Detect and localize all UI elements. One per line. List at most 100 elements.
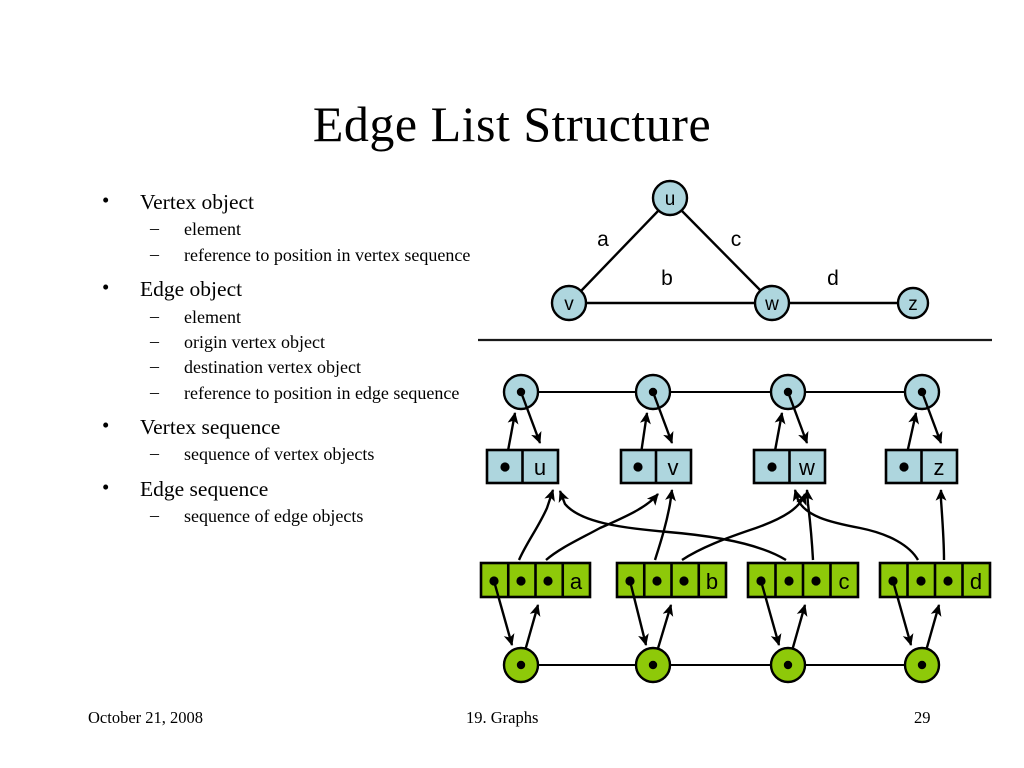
edge-object-element: c: [839, 569, 850, 594]
pointer-arrow: [628, 580, 649, 646]
edge-sequence: [502, 646, 941, 684]
footer-date: October 21, 2008: [88, 708, 204, 727]
sub-bullet-label: reference to position in vertex sequence: [184, 244, 471, 265]
bullet-marker-icon: •: [102, 188, 110, 212]
bullet-marker-icon: •: [102, 413, 110, 438]
dash-marker-icon: –: [150, 218, 159, 239]
edge-object-to-vertex-arrows: [517, 489, 947, 562]
vertex-object-v: v: [619, 448, 693, 485]
origin-pointer-arrow: [517, 489, 555, 561]
destination-pointer-arrow: [545, 493, 659, 561]
dash-marker-icon: –: [150, 305, 159, 326]
graph-vertex-label: w: [764, 294, 779, 315]
edge-object-element: d: [970, 569, 982, 594]
edge-object-d: d: [878, 561, 992, 599]
sub-bullet-item: – element: [88, 218, 488, 241]
graph-edge-label-b: b: [661, 267, 673, 290]
bullet-label: Vertex sequence: [140, 415, 281, 440]
dash-marker-icon: –: [150, 356, 159, 377]
sub-bullet-item: – destination vertex object: [88, 356, 488, 379]
dash-marker-icon: –: [150, 443, 159, 464]
vertex-objects: u v w z: [485, 448, 959, 485]
bullet-label: Vertex object: [140, 190, 255, 214]
graph-vertex-v: v: [550, 284, 588, 322]
graph-edge-label-d: d: [827, 267, 839, 290]
graph-vertex-label: v: [564, 294, 574, 315]
vertex-object-w: w: [752, 448, 827, 485]
sub-bullet-item: – element: [88, 306, 488, 329]
vertex-sequence: [502, 373, 941, 411]
sub-bullet-label: element: [184, 306, 241, 327]
slide-footer: October 21, 2008 19. Graphs 29: [0, 708, 1024, 734]
bullet-item-vertex-object: • Vertex object: [88, 188, 488, 216]
pointer-arrow: [651, 391, 674, 444]
graph-vertex-u: u: [651, 179, 689, 217]
destination-pointer-arrow: [802, 489, 815, 561]
bullet-label: Edge sequence: [140, 476, 269, 501]
sub-bullet-item: – reference to position in vertex sequen…: [88, 244, 488, 267]
edge-object-element: b: [706, 569, 718, 594]
edge-objects: a b c: [479, 561, 992, 599]
graph-edge-c: [680, 209, 762, 292]
sub-bullet-item: – origin vertex object: [88, 331, 488, 354]
bullet-label: Edge object: [140, 277, 243, 302]
graph-vertex-label: u: [665, 189, 676, 210]
bullet-item-edge-sequence: • Edge sequence: [88, 475, 488, 503]
graph-edge-label-c: c: [731, 228, 742, 251]
sub-bullet-label: sequence of edge objects: [184, 506, 364, 527]
edge-object-b: b: [615, 561, 728, 599]
origin-pointer-arrow: [792, 489, 920, 561]
dash-marker-icon: –: [150, 505, 159, 526]
sub-bullet-label: destination vertex object: [184, 357, 361, 378]
graph-edge-label-a: a: [597, 228, 609, 251]
bullet-marker-icon: •: [102, 474, 110, 499]
bullet-list: • Vertex object – element – reference to…: [88, 188, 488, 529]
vertex-object-z: z: [884, 448, 959, 485]
abstract-graph: u v w z a b c d: [550, 179, 930, 322]
edge-object-a: a: [479, 561, 592, 599]
dash-marker-icon: –: [150, 381, 159, 402]
sub-bullet-label: sequence of vertex objects: [184, 444, 375, 465]
vertex-object-element: w: [798, 455, 815, 480]
origin-pointer-arrow: [558, 490, 787, 562]
edge-sequence-node-b: [634, 646, 672, 684]
destination-pointer-arrow: [935, 489, 947, 561]
sub-bullet-item: – sequence of edge objects: [88, 505, 488, 528]
edge-object-element: a: [570, 569, 583, 594]
footer-page-number: 29: [914, 708, 931, 727]
bullet-item-vertex-sequence: • Vertex sequence: [88, 413, 488, 441]
edge-sequence-node-a: [502, 646, 540, 684]
sub-bullet-label: element: [184, 219, 241, 240]
vertex-object-to-sequence-arrows: [503, 412, 920, 468]
dash-marker-icon: –: [150, 330, 159, 351]
sub-bullet-item: – reference to position in edge sequence: [88, 382, 488, 405]
vertex-object-u: u: [485, 448, 560, 485]
sub-bullet-label: reference to position in edge sequence: [184, 382, 460, 403]
vertex-object-element: u: [534, 455, 546, 480]
pointer-arrow: [891, 580, 914, 646]
edge-object-c: c: [746, 561, 860, 599]
graph-vertex-w: w: [753, 284, 791, 322]
dash-marker-icon: –: [150, 243, 159, 264]
edge-sequence-node-c: [769, 646, 807, 684]
sub-bullet-item: – sequence of vertex objects: [88, 443, 488, 466]
page-title: Edge List Structure: [312, 95, 712, 152]
edge-sequence-node-d: [903, 646, 941, 684]
edge-object-to-sequence-arrows: [492, 580, 914, 646]
vertex-object-element: z: [934, 455, 945, 480]
graph-vertex-z: z: [896, 286, 930, 320]
pointer-arrow: [786, 391, 809, 444]
pointer-arrow: [519, 391, 542, 444]
graph-vertex-label: z: [908, 294, 918, 315]
pointer-arrow: [492, 580, 515, 646]
footer-section: 19. Graphs: [466, 708, 539, 727]
destination-pointer-arrow: [681, 493, 807, 561]
vertex-object-element: v: [668, 455, 679, 480]
bullet-marker-icon: •: [102, 275, 110, 300]
sub-bullet-label: origin vertex object: [184, 331, 325, 352]
bullet-item-edge-object: • Edge object: [88, 275, 488, 303]
vertex-sequence-to-object-arrows: [519, 391, 943, 444]
edge-sequence-to-object-arrows: [519, 604, 942, 666]
